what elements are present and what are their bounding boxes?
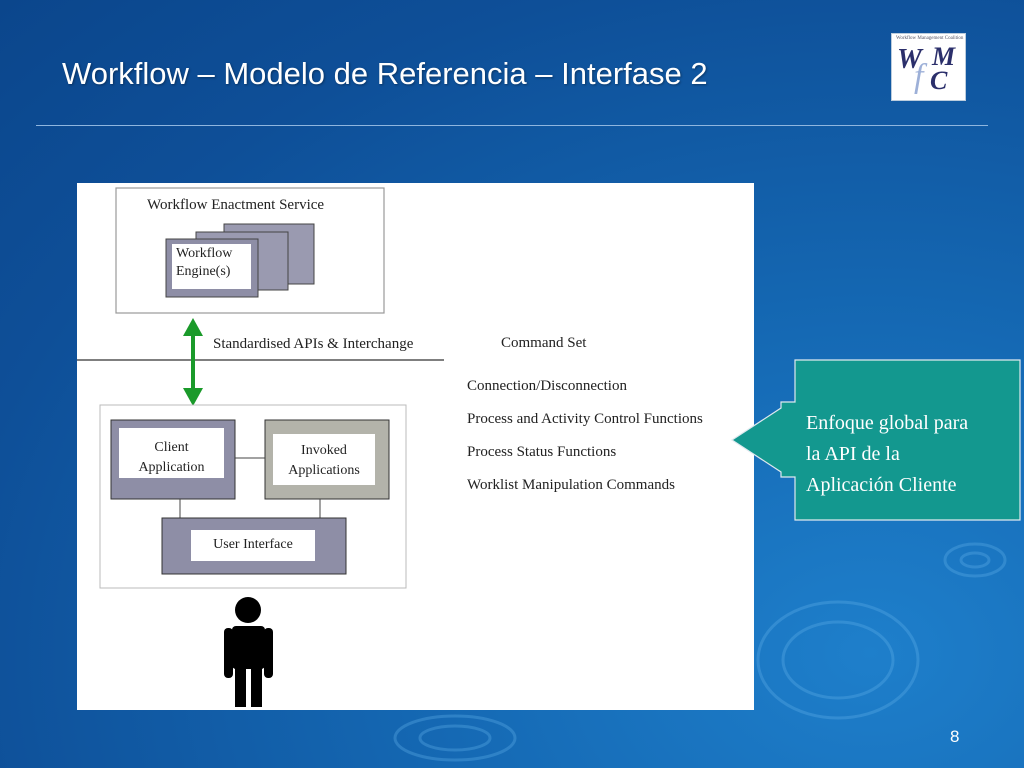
engine-label-line1: Workflow bbox=[176, 246, 233, 261]
invoked-label-line1: Invoked bbox=[301, 443, 347, 458]
callout-line2: la API de la bbox=[806, 443, 900, 465]
callout-line1: Enfoque global para bbox=[806, 412, 969, 434]
logo-letter-m: M bbox=[932, 42, 956, 71]
logo-letter-w: W bbox=[897, 44, 922, 75]
client-application-label: Client Application bbox=[119, 438, 224, 478]
invoked-label-line2: Applications bbox=[288, 463, 360, 478]
wfmc-logo: Workflow Management Coalition f W M C bbox=[891, 33, 966, 101]
user-interface-label: User Interface bbox=[213, 537, 293, 552]
command-item: Worklist Manipulation Commands bbox=[467, 477, 675, 493]
invoked-applications-label: Invoked Applications bbox=[273, 441, 375, 481]
client-label-line2: Application bbox=[138, 460, 205, 475]
command-item: Process Status Functions bbox=[467, 444, 617, 460]
command-item: Process and Activity Control Functions bbox=[467, 411, 703, 427]
enactment-service-label: Workflow Enactment Service bbox=[147, 197, 325, 213]
logo-letter-f: f bbox=[914, 58, 924, 95]
user-person-icon bbox=[224, 597, 273, 707]
reference-model-diagram: Workflow Enactment Service Workflow Engi… bbox=[77, 183, 754, 710]
client-label-line1: Client bbox=[154, 440, 189, 455]
callout-text: Enfoque global para la API de la Aplicac… bbox=[806, 408, 1018, 501]
logo-letter-c: C bbox=[930, 66, 948, 95]
invoked-applications-inner bbox=[273, 434, 375, 485]
page-number: 8 bbox=[950, 727, 960, 746]
api-arrow-head-down bbox=[183, 388, 203, 406]
command-list: Connection/Disconnection Process and Act… bbox=[467, 370, 703, 502]
command-item: Connection/Disconnection bbox=[467, 378, 627, 394]
client-application-inner bbox=[119, 428, 224, 478]
user-interface-inner bbox=[191, 530, 315, 561]
engine-label-line2: Engine(s) bbox=[176, 264, 231, 279]
slide-title: Workflow – Modelo de Referencia – Interf… bbox=[62, 56, 708, 91]
title-divider bbox=[36, 125, 988, 126]
api-label: Standardised APIs & Interchange bbox=[213, 336, 414, 352]
logo-tagline: Workflow Management Coalition bbox=[896, 36, 964, 41]
engine-box-inner bbox=[172, 244, 251, 289]
diagram-graphics bbox=[77, 187, 444, 707]
api-arrow-head-up bbox=[183, 318, 203, 336]
workflow-engine-label: Workflow Engine(s) bbox=[176, 245, 232, 281]
callout-line3: Aplicación Cliente bbox=[806, 474, 957, 496]
command-set-title: Command Set bbox=[501, 335, 587, 351]
